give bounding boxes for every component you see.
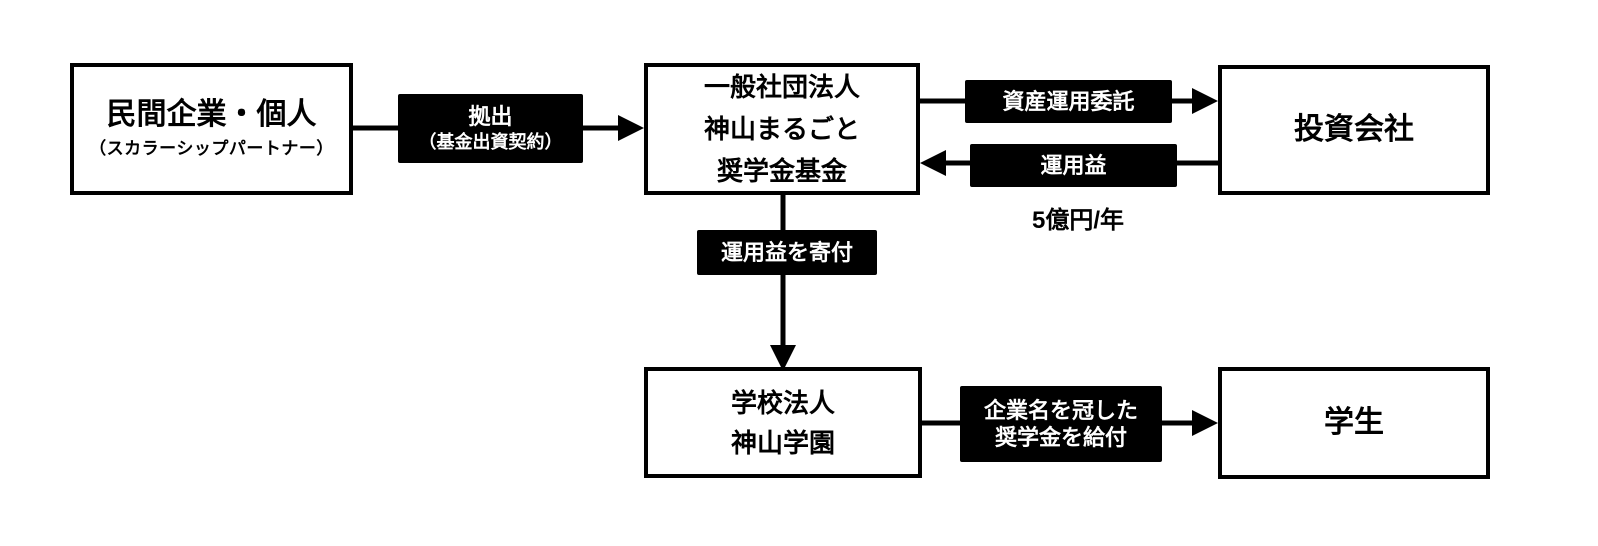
node-title: 民間企業・個人: [106, 98, 317, 131]
edge-label-contribution: 拠出 （基金出資契約）: [398, 94, 583, 163]
node-title-line1: 学校法人: [730, 387, 835, 418]
returns-amount-annotation: 5億円/年: [1031, 207, 1124, 234]
edge-label-line2: （基金出資契約）: [418, 132, 563, 152]
edge-label-returns: 運用益: [970, 144, 1177, 187]
node-title: 学生: [1324, 406, 1384, 439]
edge-label-line1: 運用益: [1040, 153, 1107, 178]
edge-label-line2: 奨学金を給付: [994, 425, 1127, 450]
edge-label-grant-scholarship: 企業名を冠した 奨学金を給付: [960, 386, 1162, 462]
node-investment-company: 投資会社: [1218, 65, 1490, 195]
node-title-line2: 神山まるごと: [703, 114, 860, 144]
node-title-line2: 神山学園: [730, 427, 835, 458]
node-title-line1: 一般社団法人: [703, 72, 860, 102]
node-school-corporation: 学校法人 神山学園: [644, 367, 922, 478]
node-subtitle: （スカラーシップパートナー）: [89, 139, 334, 158]
node-private-companies-individuals: 民間企業・個人 （スカラーシップパートナー）: [70, 63, 353, 195]
node-scholarship-fund: 一般社団法人 神山まるごと 奨学金基金: [644, 63, 920, 195]
edge-label-donate-returns: 運用益を寄付: [697, 230, 877, 275]
node-title: 投資会社: [1294, 113, 1414, 146]
edge-label-line1: 拠出: [468, 104, 513, 129]
edge-label-line1: 資産運用委託: [1002, 89, 1135, 114]
arrow-donate: [770, 195, 796, 371]
edge-label-line1: 運用益を寄付: [720, 240, 853, 265]
edge-label-asset-management: 資産運用委託: [965, 80, 1172, 123]
node-title-line3: 奨学金基金: [716, 156, 847, 186]
edge-label-line1: 企業名を冠した: [983, 398, 1138, 423]
node-students: 学生: [1218, 367, 1490, 479]
